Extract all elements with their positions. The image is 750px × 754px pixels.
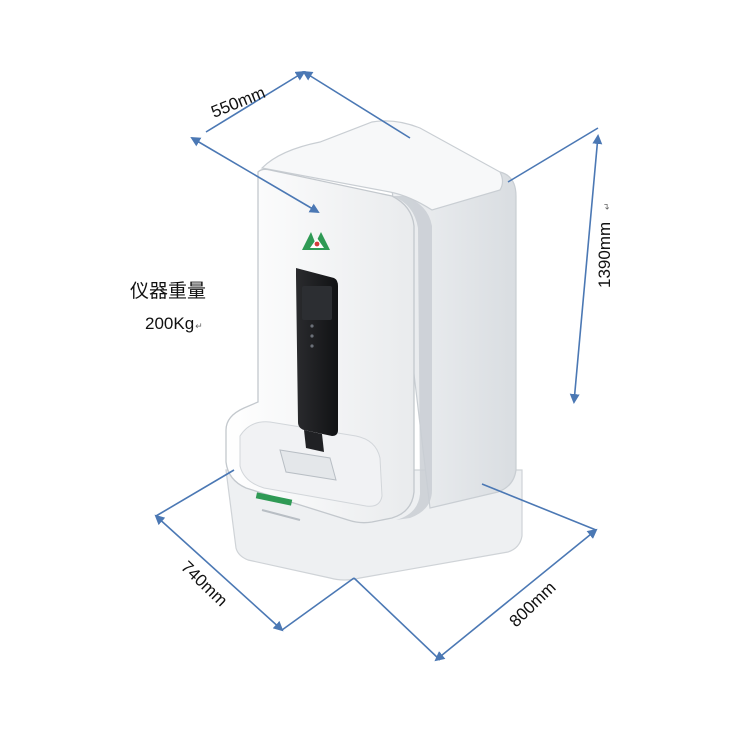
paragraph-return-icon: ↵ [195, 321, 203, 331]
weight-label: 仪器重量 [130, 280, 207, 302]
device-trim [392, 196, 432, 520]
panel-screen [302, 286, 332, 320]
paragraph-return-icon: ↵ [603, 202, 613, 210]
dimension-label-top-width: 550mm [208, 83, 268, 122]
device-tray [279, 449, 337, 481]
base-label-strip [255, 492, 293, 506]
green-mountains-logo-icon [302, 232, 330, 250]
weight-value: 200Kg [145, 314, 195, 333]
dimension-lines [154, 70, 603, 662]
indicator-light [310, 324, 314, 328]
dimension-line-depth-ext-bottom [281, 577, 355, 631]
indicator-light [310, 334, 314, 338]
dimension-line-length [434, 528, 598, 662]
device-illustration [225, 120, 523, 581]
dimension-line-length-ext-right [481, 483, 597, 531]
dimension-label-height-value: 1390mm [595, 222, 614, 288]
dimension-line-top-width [190, 136, 320, 214]
dimension-line-depth [154, 514, 284, 632]
indicator-light [310, 344, 314, 348]
dimension-line-height-ext-top [507, 127, 599, 183]
dimension-label-depth: 740mm [177, 557, 231, 610]
weight-value-row: 200Kg↵ [145, 314, 203, 334]
dimension-label-length: 800mm [506, 578, 560, 631]
dimension-line-top-width-ext2 [302, 70, 411, 139]
dimension-label-height: 1390mm [595, 222, 614, 288]
dimension-line-depth-ext-top [155, 469, 235, 517]
device-control-panel-spout [304, 430, 324, 452]
dimension-line-top-width-ext [205, 70, 306, 133]
dimension-line-length-ext-left [353, 577, 441, 661]
dimension-line-height [569, 134, 603, 404]
